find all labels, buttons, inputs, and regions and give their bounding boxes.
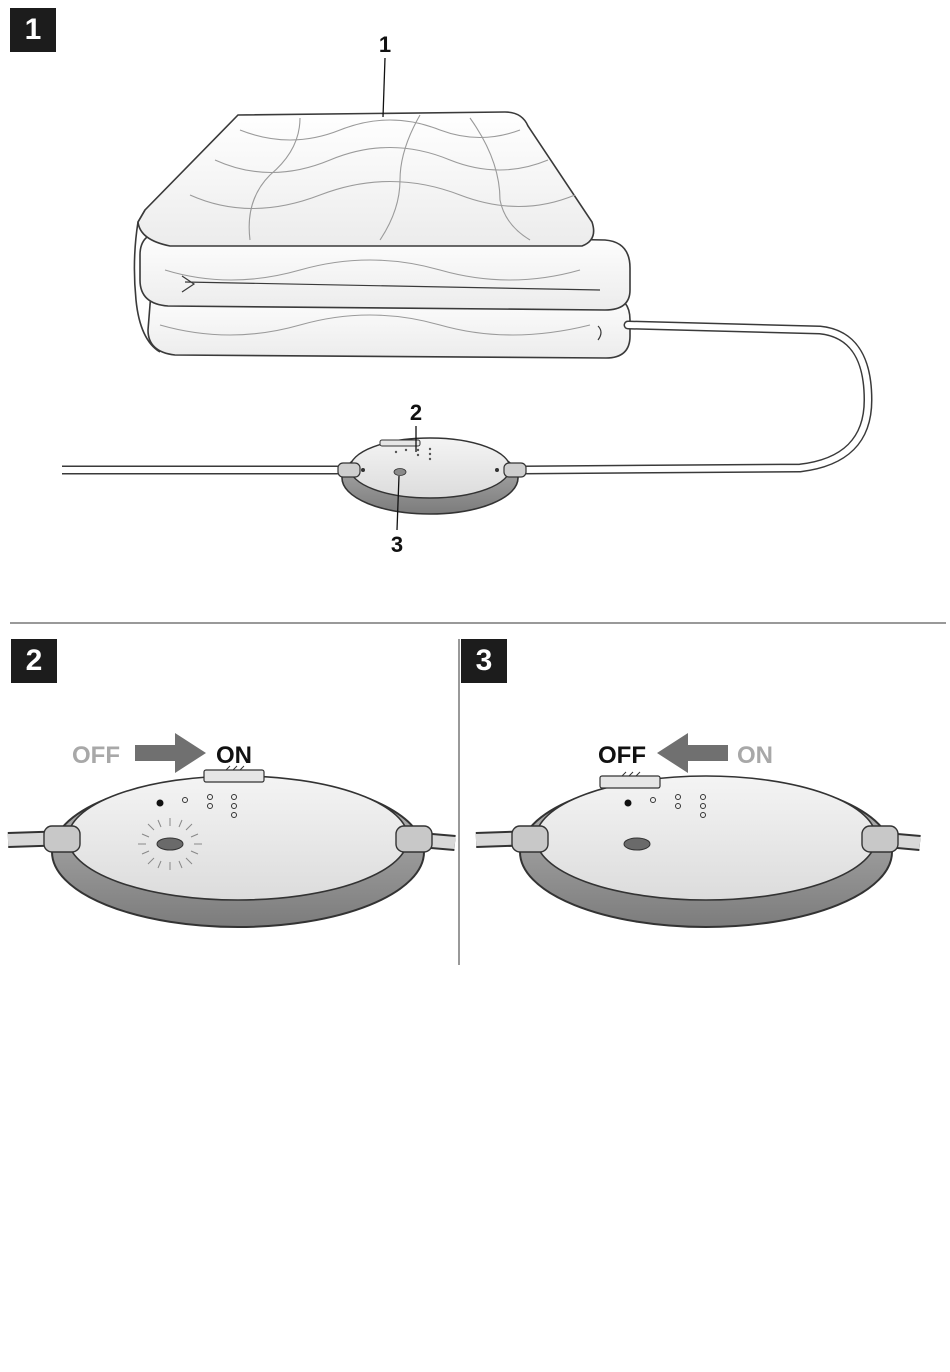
figure-3-panel: OFF ON <box>476 733 920 927</box>
callout-label-3: 3 <box>391 532 403 557</box>
callout-label-2: 2 <box>410 400 422 425</box>
fig2-off-label: OFF <box>72 742 120 769</box>
blanket-illustration <box>134 112 630 358</box>
callout-label-1: 1 <box>379 32 391 57</box>
controller-figure-1 <box>338 438 526 514</box>
arrow-left-icon <box>657 733 728 773</box>
power-indicator-lit <box>157 838 183 850</box>
fig3-on-label: ON <box>737 742 773 769</box>
figure-2-panel: OFF ON <box>8 733 455 927</box>
fig3-off-label: OFF <box>598 742 646 769</box>
arrow-right-icon <box>135 733 206 773</box>
power-indicator-off <box>624 838 650 850</box>
slide-switch-on <box>204 766 264 782</box>
fig2-on-label: ON <box>216 742 252 769</box>
callout-1: 1 <box>379 32 391 117</box>
slide-switch-off <box>600 772 660 788</box>
